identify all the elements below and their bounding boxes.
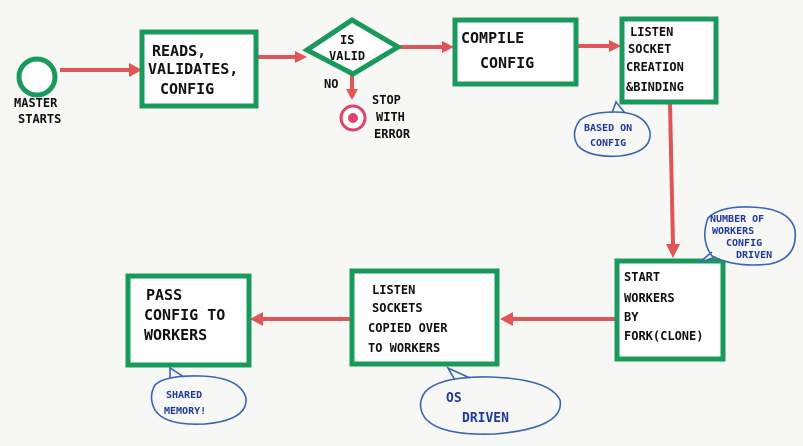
note-os-driven: OS DRIVEN (419, 366, 562, 435)
listen-copied-label: LISTEN SOCKETS COPIED OVER TO WORKERS (368, 283, 455, 355)
no-label: NO (324, 77, 338, 91)
node-compile-config: COMPILE CONFIG (452, 17, 579, 87)
arrowhead-valid (295, 51, 307, 63)
shared-memory-bubble (150, 366, 247, 426)
listen-box (619, 16, 719, 105)
arrow-listen-to-start (668, 102, 675, 247)
based-on-config-text: BASED ON CONFIG (584, 123, 638, 149)
stop-inner-dot (348, 113, 358, 123)
pass-config-box (125, 273, 252, 368)
node-listen-socket: LISTEN SOCKET CREATION &BINDING (619, 16, 719, 105)
start-workers-label: START WORKERS BY FORK(CLONE) (624, 270, 703, 343)
start-circle (16, 56, 58, 98)
arrowhead-compile (442, 41, 454, 53)
arrows (60, 40, 680, 326)
note-based-on-config: BASED ON CONFIG (573, 100, 651, 158)
start-workers-box (614, 258, 726, 362)
arrowhead-reads (129, 63, 142, 77)
is-valid-label: IS VALID (329, 33, 365, 63)
note-shared-memory: SHARED MEMORY! (150, 366, 247, 426)
compile-label: COMPILE CONFIG (461, 29, 534, 72)
listen-copied-box (349, 268, 500, 367)
os-driven-text: OS DRIVEN (446, 391, 509, 426)
arrowhead-pass (250, 312, 263, 326)
based-on-config-bubble (573, 100, 651, 158)
arrowhead-stop (346, 89, 358, 100)
number-of-workers-bubble (699, 206, 797, 266)
start-node: MASTER STARTS (14, 56, 65, 126)
decision-is-valid: IS VALID NO (302, 17, 403, 91)
node-listen-copied: LISTEN SOCKETS COPIED OVER TO WORKERS (349, 268, 500, 367)
is-valid-diamond (302, 17, 403, 77)
compile-box (452, 17, 579, 87)
arrowhead-start (666, 244, 680, 258)
arrowhead-copied (500, 312, 513, 326)
arrowhead-listen (609, 40, 621, 52)
node-stop-with-error: STOP WITH ERROR (339, 93, 412, 141)
os-driven-bubble (419, 366, 562, 435)
node-start-workers: START WORKERS BY FORK(CLONE) (614, 258, 726, 362)
reads-box (139, 29, 259, 109)
number-of-workers-text: NUMBER OF WORKERS CONFIG DRIVEN (710, 214, 772, 261)
reads-label: READS, VALIDATES, CONFIG (148, 42, 247, 98)
node-pass-config: PASS CONFIG TO WORKERS (125, 273, 252, 368)
start-label: MASTER STARTS (14, 96, 65, 126)
note-number-of-workers: NUMBER OF WORKERS CONFIG DRIVEN (699, 206, 797, 266)
pass-config-label: PASS CONFIG TO WORKERS (144, 286, 234, 344)
stop-label: STOP WITH ERROR (372, 93, 412, 141)
shared-memory-text: SHARED MEMORY! (164, 390, 208, 417)
node-reads-validates: READS, VALIDATES, CONFIG (139, 29, 259, 109)
listen-label: LISTEN SOCKET CREATION &BINDING (626, 25, 691, 94)
